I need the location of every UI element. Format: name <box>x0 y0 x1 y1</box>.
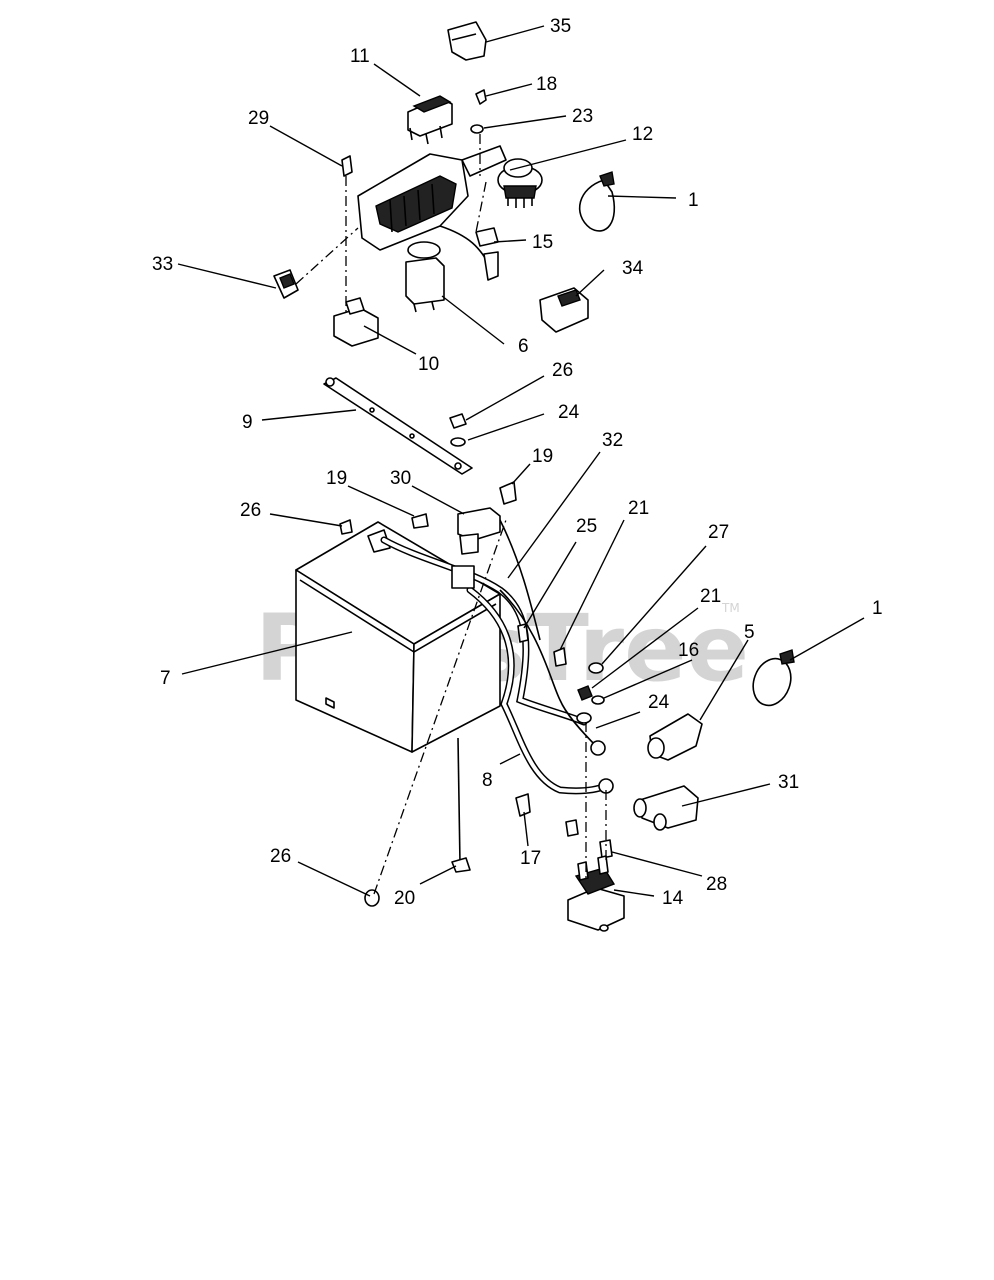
callout-26-lower[interactable]: 26 <box>270 846 291 867</box>
part-20-rod[interactable] <box>451 737 471 873</box>
part-29-screw[interactable] <box>341 155 353 177</box>
callout-32[interactable]: 32 <box>602 430 623 451</box>
callout-12[interactable]: 12 <box>632 124 653 145</box>
part-33-switch[interactable] <box>273 269 299 299</box>
callout-34[interactable]: 34 <box>622 258 644 279</box>
callout-17[interactable]: 17 <box>520 848 541 869</box>
part-26-nut-battery[interactable] <box>339 519 353 535</box>
part-34-plug[interactable] <box>539 287 589 333</box>
callout-20[interactable]: 20 <box>394 888 415 909</box>
callout-21-upper[interactable]: 21 <box>628 498 649 519</box>
callout-33[interactable]: 33 <box>152 254 173 275</box>
part-19-clip-b[interactable] <box>499 481 517 505</box>
part-10-switch-block[interactable] <box>333 297 379 347</box>
callout-28[interactable]: 28 <box>706 874 727 895</box>
watermark-trademark: TM <box>721 601 740 615</box>
callout-7[interactable]: 7 <box>160 668 171 689</box>
part-24-washer-upper[interactable] <box>450 437 466 447</box>
callout-24-upper[interactable]: 24 <box>558 402 580 423</box>
callout-5[interactable]: 5 <box>744 622 755 643</box>
part-5-boot[interactable] <box>647 713 703 761</box>
part-19-clip-a[interactable] <box>411 513 429 529</box>
callout-29[interactable]: 29 <box>248 108 269 129</box>
callout-23[interactable]: 23 <box>572 106 593 127</box>
callout-27[interactable]: 27 <box>708 522 729 543</box>
part-23-washer[interactable] <box>470 124 484 134</box>
callout-14[interactable]: 14 <box>662 888 684 909</box>
part-26-nut-lower[interactable] <box>364 889 380 907</box>
part-1-cable-tie-lower[interactable] <box>747 649 797 711</box>
part-14-solenoid[interactable] <box>567 855 625 932</box>
battery-cables[interactable] <box>380 519 614 795</box>
bolt-small[interactable] <box>565 819 579 837</box>
part-31-boot[interactable] <box>633 785 699 831</box>
callout-11[interactable]: 11 <box>350 46 370 67</box>
callout-30[interactable]: 30 <box>390 468 411 489</box>
callout-26-battery[interactable]: 26 <box>240 500 261 521</box>
part-30-boot[interactable] <box>457 507 501 555</box>
callout-1-lower[interactable]: 1 <box>872 598 883 619</box>
callout-6[interactable]: 6 <box>518 336 529 357</box>
part-7-battery[interactable] <box>295 521 501 753</box>
callout-1-upper[interactable]: 1 <box>688 190 699 211</box>
callout-labels: 35 11 18 29 23 12 1 15 33 34 6 10 26 9 2… <box>152 16 883 909</box>
part-21-bolt-a[interactable] <box>553 647 567 667</box>
part-17-bolt[interactable] <box>515 793 531 817</box>
part-9-support-bar[interactable] <box>323 377 473 475</box>
part-24-washer-lower[interactable] <box>576 712 592 724</box>
callout-35[interactable]: 35 <box>550 16 571 37</box>
part-35-cover[interactable] <box>447 21 487 61</box>
assembly-lines <box>295 134 607 895</box>
part-18-screw[interactable] <box>475 89 487 105</box>
dash-panel[interactable] <box>357 145 507 251</box>
part-28-nut[interactable] <box>599 839 613 859</box>
callout-24-lower[interactable]: 24 <box>648 692 670 713</box>
callout-31[interactable]: 31 <box>778 772 799 793</box>
part-26-nut-upper[interactable] <box>449 413 467 429</box>
callout-25[interactable]: 25 <box>576 516 597 537</box>
part-15-connector[interactable] <box>439 225 499 281</box>
callout-18[interactable]: 18 <box>536 74 557 95</box>
part-1-cable-tie-upper[interactable] <box>579 171 616 232</box>
part-6-relay[interactable] <box>405 241 445 313</box>
callout-19-left[interactable]: 19 <box>326 468 347 489</box>
callout-8[interactable]: 8 <box>482 770 493 791</box>
part-11-switch[interactable] <box>407 95 453 145</box>
callout-26-upper[interactable]: 26 <box>552 360 573 381</box>
leader-lines <box>177 25 865 897</box>
part-16-lockwasher[interactable] <box>591 695 605 705</box>
part-21-bolt-b[interactable] <box>577 685 593 701</box>
callout-9[interactable]: 9 <box>242 412 253 433</box>
callout-21-lower[interactable]: 21 <box>700 586 721 607</box>
part-27-nut[interactable] <box>588 662 604 674</box>
part-12-key-switch[interactable] <box>497 158 543 208</box>
callout-15[interactable]: 15 <box>532 232 553 253</box>
part-25-screw[interactable] <box>517 623 529 643</box>
callout-10[interactable]: 10 <box>418 354 439 375</box>
callout-19-right[interactable]: 19 <box>532 446 553 467</box>
callout-16[interactable]: 16 <box>678 640 699 661</box>
